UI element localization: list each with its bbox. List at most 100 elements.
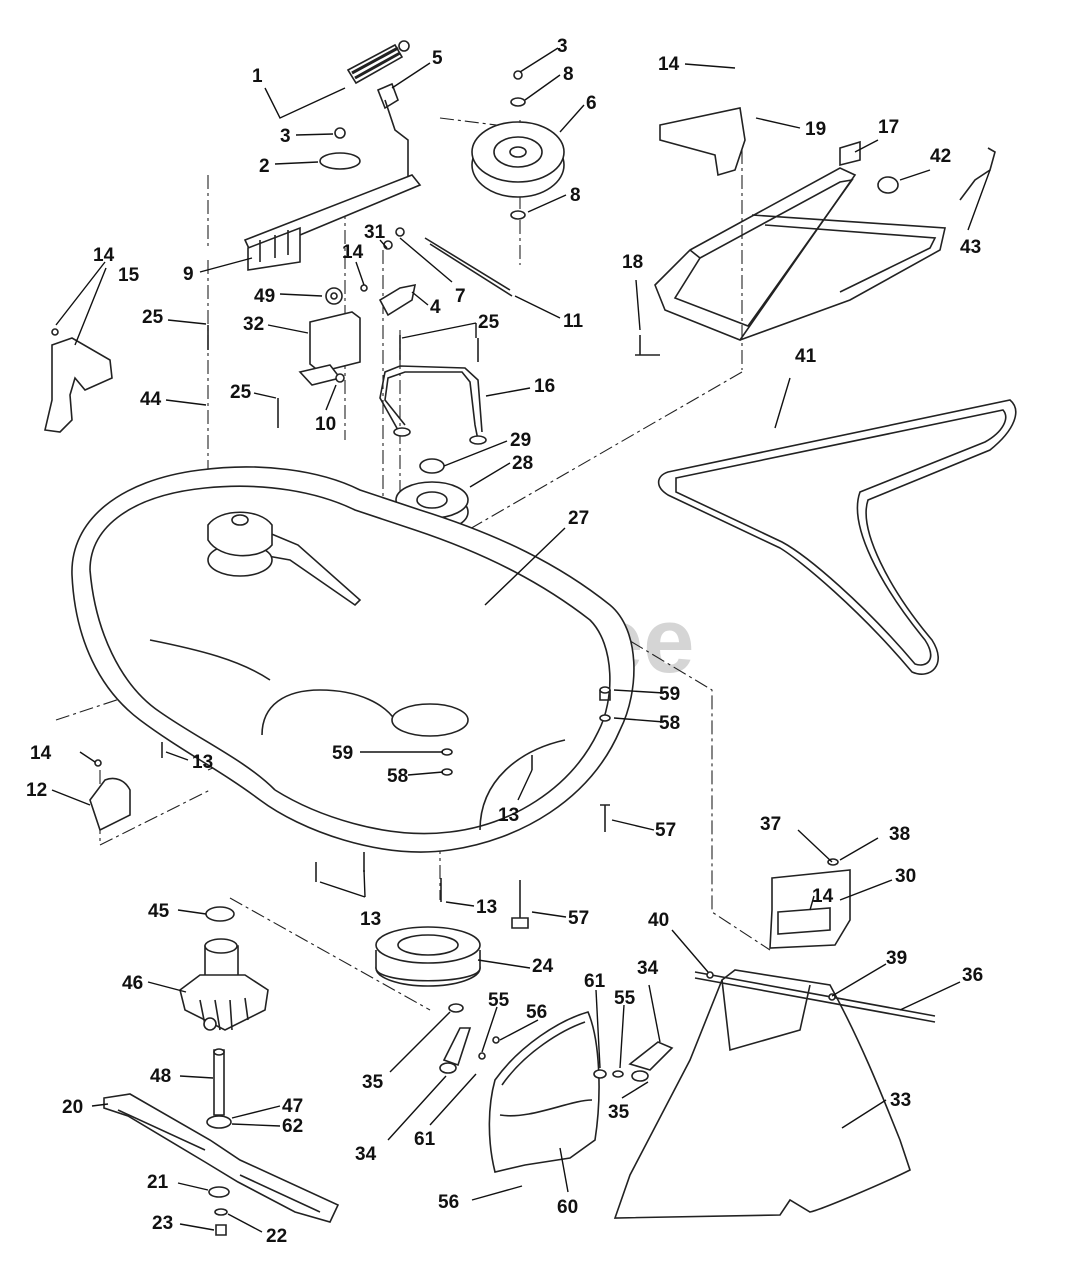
callout-10: 10 [315, 414, 336, 435]
leader-lines [51, 47, 991, 1233]
callout-labels: 1 2 3 3 4 5 6 7 8 8 9 10 11 12 13 13 13 … [26, 36, 983, 1247]
handle-grip-part [346, 40, 410, 85]
callout-59: 59 [332, 743, 353, 764]
mower-blade-part-20 [103, 1093, 340, 1223]
small-hardware-upper [325, 240, 417, 317]
mower-deck-part-27 [71, 466, 635, 853]
callout-46: 46 [122, 973, 143, 994]
callout-15: 15 [118, 265, 140, 286]
callout-55: 55 [488, 990, 510, 1011]
callout-5: 5 [432, 48, 443, 69]
callout-12: 12 [26, 780, 47, 801]
discharge-chute-part-33 [613, 969, 911, 1219]
callout-57: 57 [655, 820, 676, 841]
callout-58: 58 [659, 713, 680, 734]
callout-25: 25 [142, 307, 164, 328]
callout-30: 30 [895, 866, 916, 887]
callout-25: 25 [230, 382, 252, 403]
drive-belt-part-41 [657, 399, 1017, 675]
bracket-part-15 [44, 328, 113, 433]
callout-6: 6 [586, 93, 597, 114]
callout-32: 32 [243, 314, 264, 335]
callout-35: 35 [608, 1102, 630, 1123]
callout-25: 25 [478, 312, 500, 333]
deck-bolts-part-13 [161, 742, 442, 902]
callout-45: 45 [148, 901, 170, 922]
callout-9: 9 [183, 264, 194, 285]
callout-62: 62 [282, 1116, 303, 1137]
callout-14: 14 [30, 743, 52, 764]
deck-fasteners-right [441, 686, 611, 929]
callout-60: 60 [557, 1197, 578, 1218]
callout-22: 22 [266, 1226, 287, 1247]
callout-17: 17 [878, 117, 899, 138]
small-hardware-lower [439, 1003, 500, 1074]
callout-4: 4 [430, 297, 441, 318]
alignment-lines [55, 117, 771, 1011]
callout-1: 1 [252, 66, 263, 87]
callout-42: 42 [930, 146, 951, 167]
callout-44: 44 [140, 389, 162, 410]
callout-40: 40 [648, 910, 669, 931]
callout-41: 41 [795, 346, 817, 367]
callout-13: 13 [498, 805, 519, 826]
bolts-part-25 [207, 325, 479, 428]
callout-13: 13 [476, 897, 497, 918]
callout-61: 61 [584, 971, 606, 992]
callout-14: 14 [342, 242, 364, 263]
callout-33: 33 [890, 1090, 911, 1111]
ring-part-24 [375, 926, 481, 987]
callout-34: 34 [637, 958, 659, 979]
bracket-part-16 [379, 365, 487, 445]
callout-29: 29 [510, 430, 531, 451]
callout-47: 47 [282, 1096, 303, 1117]
callout-19: 19 [805, 119, 826, 140]
callout-48: 48 [150, 1066, 171, 1087]
blade-hardware [208, 1186, 230, 1236]
chute-rod-part-36 [694, 971, 936, 1023]
callout-28: 28 [512, 453, 533, 474]
callout-14: 14 [812, 886, 834, 907]
callout-14: 14 [658, 54, 680, 75]
callout-21: 21 [147, 1172, 169, 1193]
frame-part-17 [635, 107, 996, 356]
callout-23: 23 [152, 1213, 173, 1234]
small-hardware-right [593, 1041, 674, 1082]
callout-13: 13 [360, 909, 381, 930]
callout-13: 13 [192, 752, 213, 773]
callout-55: 55 [614, 988, 636, 1009]
callout-49: 49 [254, 286, 275, 307]
callout-8: 8 [570, 185, 581, 206]
callout-7: 7 [455, 286, 466, 307]
pulley-part-6 [471, 70, 565, 220]
rod-part-11 [395, 227, 513, 297]
callout-38: 38 [889, 824, 910, 845]
washer-part-2 [319, 127, 361, 170]
callout-35: 35 [362, 1072, 384, 1093]
deflector-part-60 [488, 1011, 600, 1173]
callout-3: 3 [557, 36, 568, 57]
callout-39: 39 [886, 948, 907, 969]
callout-31: 31 [364, 222, 386, 243]
callout-34: 34 [355, 1144, 377, 1165]
callout-24: 24 [532, 956, 554, 977]
callout-37: 37 [760, 814, 781, 835]
bracket-plate-part-9 [243, 174, 422, 271]
callout-56: 56 [526, 1002, 547, 1023]
callout-16: 16 [534, 376, 555, 397]
callout-57: 57 [568, 908, 589, 929]
callout-36: 36 [962, 965, 983, 986]
latch-part-30 [769, 858, 851, 949]
spindle-shaft-part-48 [206, 1048, 232, 1129]
callout-56: 56 [438, 1192, 459, 1213]
callout-59: 59 [659, 684, 680, 705]
callout-43: 43 [960, 237, 981, 258]
spindle-housing-part-46 [179, 906, 269, 1031]
callout-11: 11 [563, 311, 584, 332]
idler-arm-part-5 [376, 82, 409, 186]
callout-20: 20 [62, 1097, 83, 1118]
callout-27: 27 [568, 508, 589, 529]
deck-spindle-assembly [207, 511, 273, 577]
callout-3: 3 [280, 126, 291, 147]
